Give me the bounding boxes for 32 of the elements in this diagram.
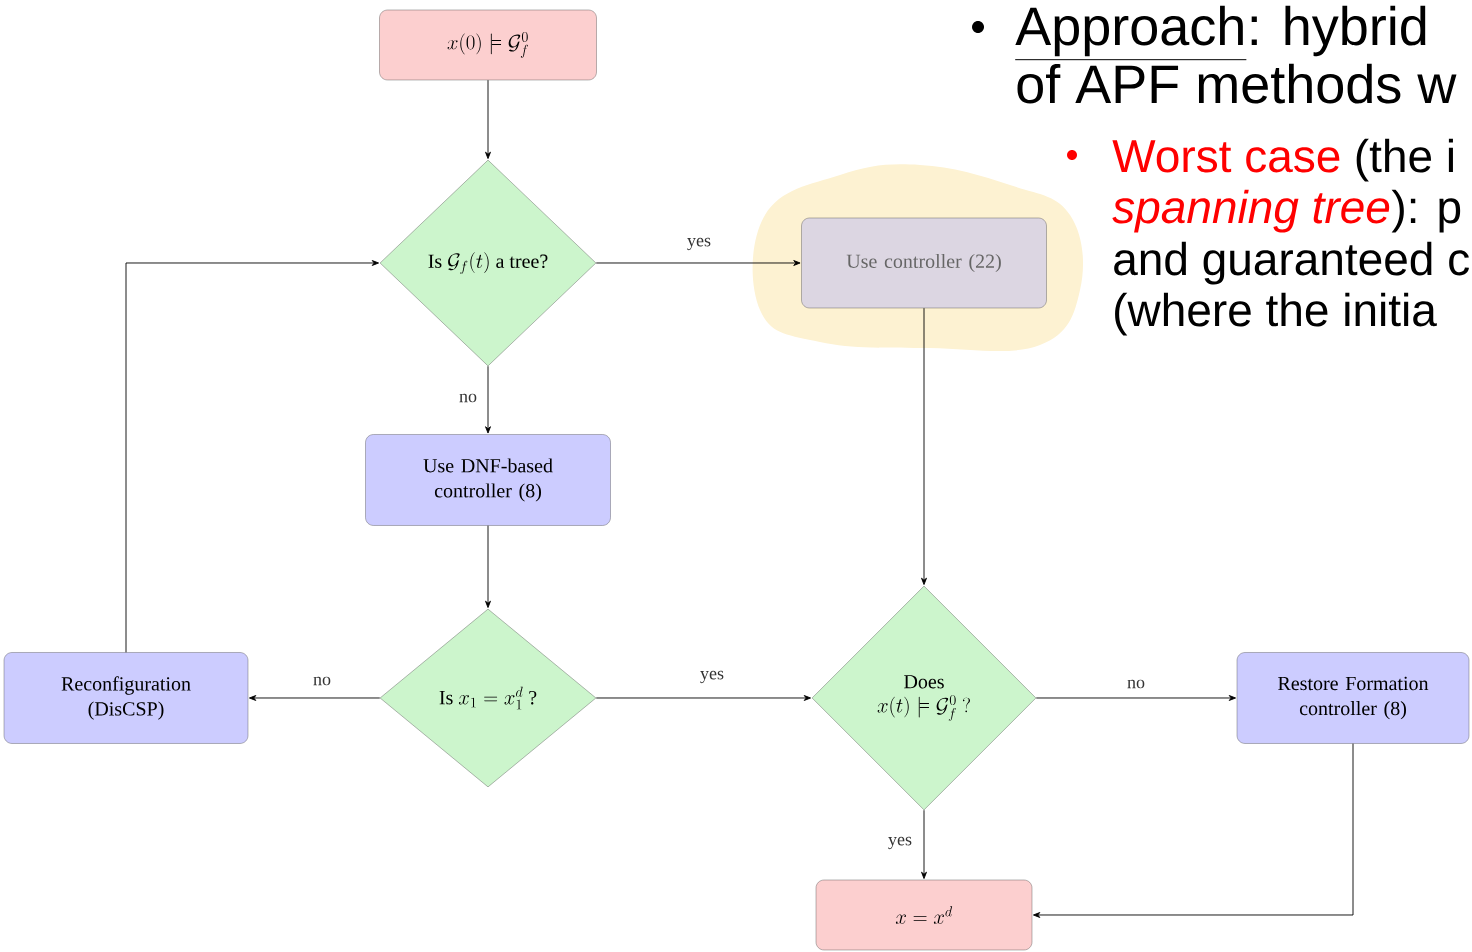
arrow <box>1033 743 1354 918</box>
edge-label: no <box>458 392 478 404</box>
slide-text: spanning tree <box>1112 189 1390 233</box>
arrow <box>125 260 379 653</box>
slide-text: (the i <box>1356 138 1453 182</box>
edge-label: yes <box>686 236 712 252</box>
process-box: Use controller (22) <box>801 217 1047 309</box>
slide-text: Worst case <box>1112 140 1340 173</box>
arrow <box>921 307 927 585</box>
slide-text: ): p <box>1391 189 1461 233</box>
edge-label: no <box>312 675 332 687</box>
process-box: $x(0) \models \mathcal{G}_f^0$ <box>379 9 597 81</box>
slide-text: : hybrid <box>1251 5 1426 57</box>
arrow <box>595 695 811 701</box>
slide-text: Approach <box>1014 5 1247 61</box>
process-box: Reconfiguration (DisCSP) <box>3 652 249 744</box>
process-box: Use DNF-based controller (8) <box>365 434 611 526</box>
slide-text: of APF methods w <box>1017 63 1457 104</box>
slide-text: (where the initia <box>1115 292 1437 336</box>
process-box: Restore Formation controller (8) <box>1236 652 1470 744</box>
arrow <box>1035 695 1236 701</box>
arrow <box>485 79 491 159</box>
arrow <box>485 365 491 434</box>
arrow <box>249 695 381 701</box>
arrow <box>921 809 927 879</box>
arrow <box>485 525 491 608</box>
slide-text: and guaranteed c <box>1114 241 1469 285</box>
process-box: $x = x^d$ <box>815 879 1033 951</box>
edge-label: yes <box>887 835 913 851</box>
arrow <box>595 260 801 266</box>
edge-label: no <box>1126 678 1146 690</box>
edge-label: yes <box>699 669 725 685</box>
